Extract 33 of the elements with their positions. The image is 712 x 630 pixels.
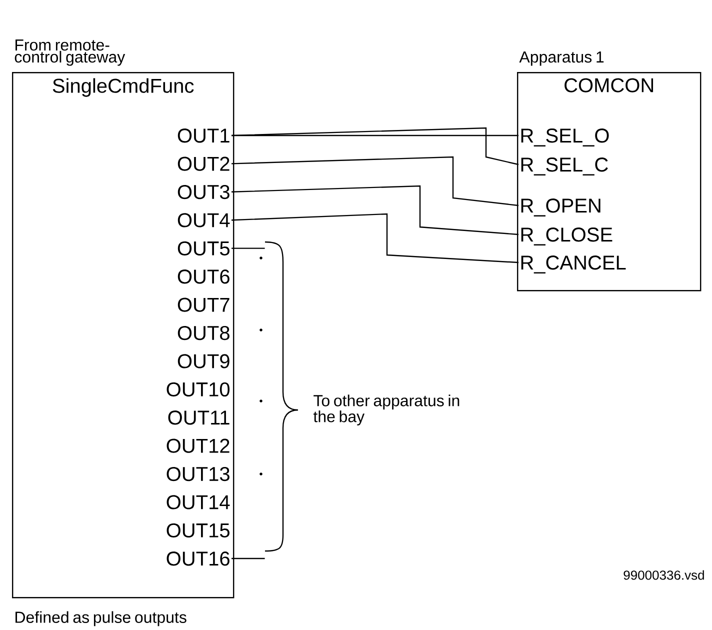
pin-label: OUT2 (178, 156, 230, 171)
pin-label: OUT6 (178, 270, 230, 284)
pin-label: OUT8 (178, 326, 230, 340)
wire (231, 127, 519, 166)
node-label: From remote-control gateway (14, 39, 126, 66)
wire (231, 156, 519, 206)
wire (232, 248, 265, 249)
note: To other apparatus in the bay (313, 394, 460, 426)
brace (264, 241, 299, 552)
pin-label: OUT5 (178, 241, 230, 256)
node-label: Defined as pulse outputs (16, 611, 186, 626)
pin-label: OUT4 (178, 213, 230, 228)
pin-label: OUT3 (178, 184, 230, 200)
pin-label: OUT11 (168, 410, 230, 425)
pin-label: OUT13 (166, 466, 230, 482)
pin-label: OUT14 (166, 495, 230, 510)
wire (232, 558, 265, 560)
wire (231, 185, 519, 236)
node-label: Apparatus 1 (519, 51, 604, 66)
pin-label: OUT9 (178, 354, 230, 368)
pin-label: R_SEL_C (521, 158, 608, 176)
pin-label: R_OPEN (521, 198, 600, 216)
pin-label: R_CANCEL (521, 256, 626, 274)
pin-label: R_SEL_O (521, 128, 609, 146)
pin-label: OUT10 (166, 382, 230, 396)
wire (231, 213, 519, 264)
pin-label: OUT16 (166, 552, 230, 566)
file-name: 99000336.vsd (624, 570, 704, 580)
pin-label: OUT15 (166, 523, 230, 538)
pin-label: OUT12 (166, 438, 230, 453)
pin-label: OUT1 (178, 128, 230, 143)
pin-label: OUT7 (178, 298, 230, 312)
pin-label: R_CLOSE (521, 228, 612, 246)
